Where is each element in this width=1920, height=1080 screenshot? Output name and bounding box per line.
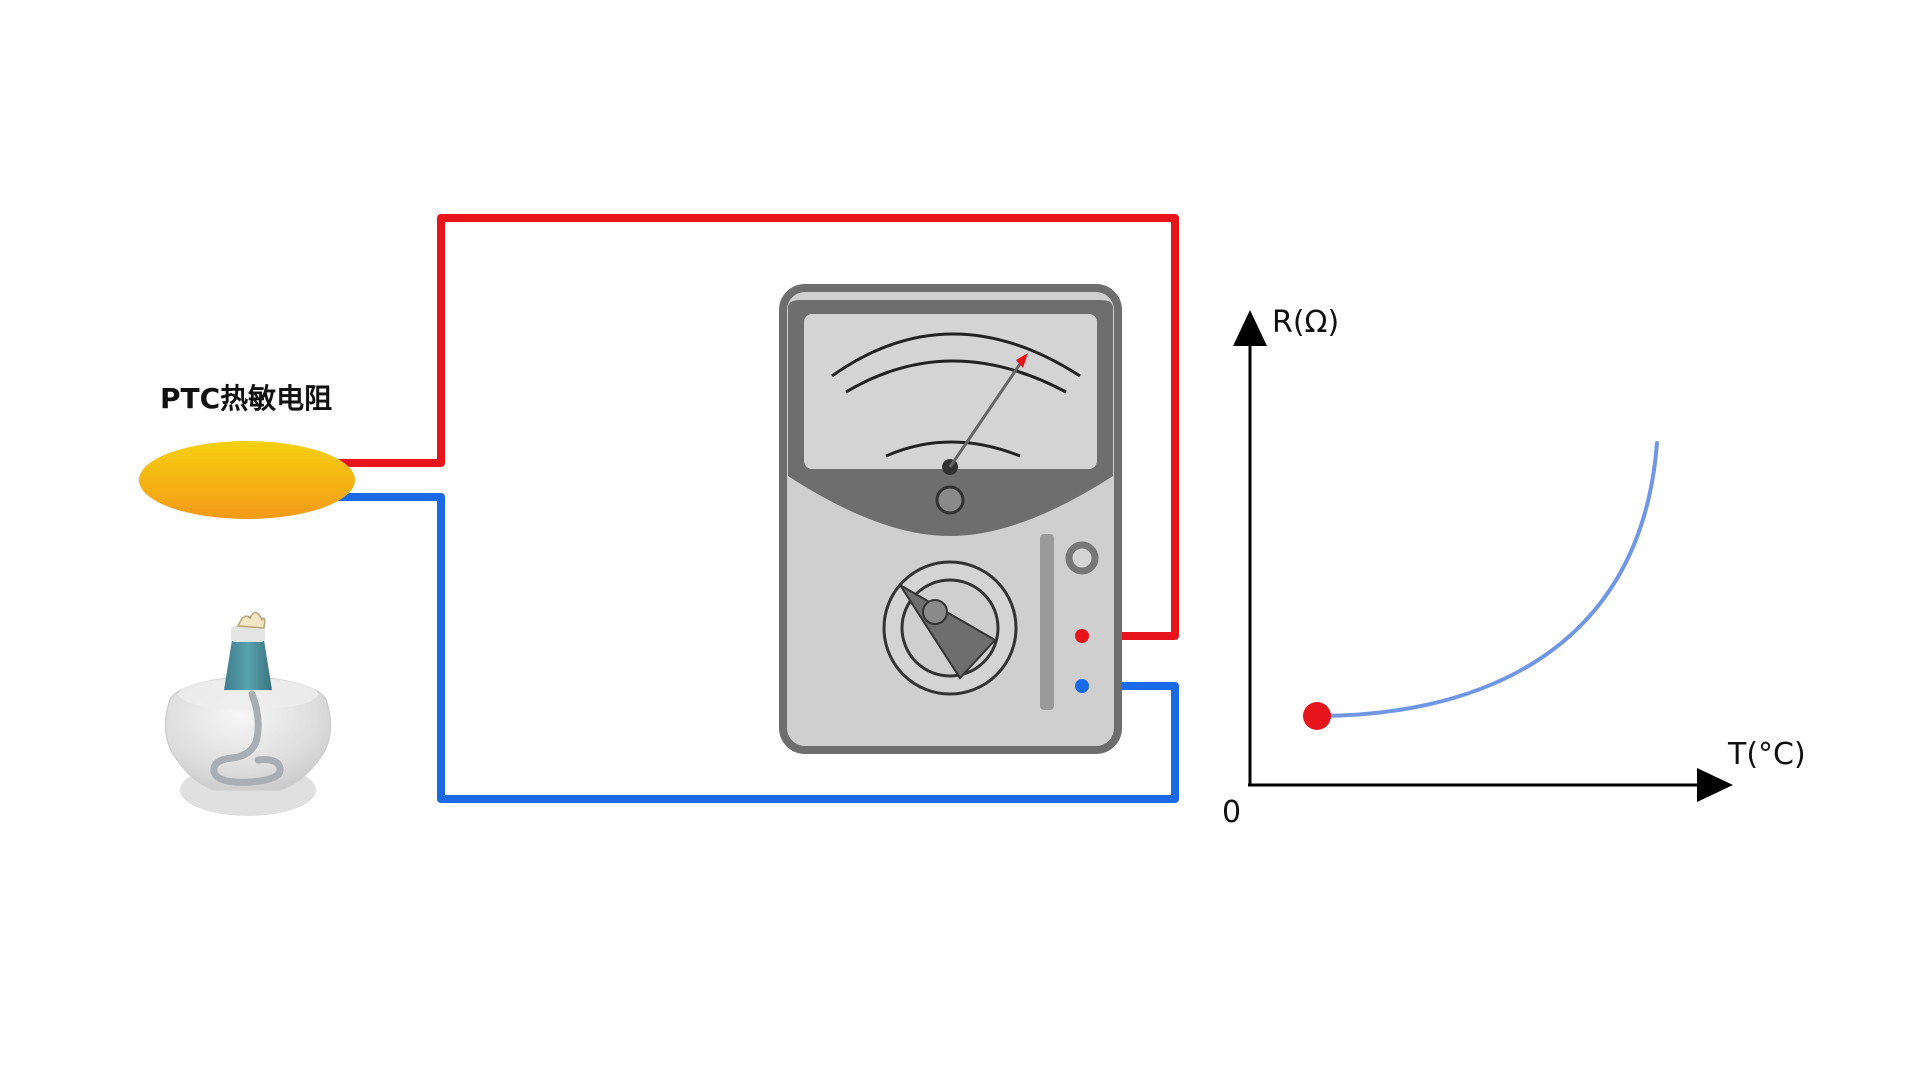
resistance-curve xyxy=(1316,441,1659,718)
origin-label: 0 xyxy=(1222,795,1241,830)
alcohol-lamp-icon xyxy=(164,611,332,816)
thermistor-label: PTC热敏电阻 xyxy=(160,382,332,415)
negative-wire xyxy=(335,493,1179,803)
resistance-temperature-graph: R(Ω) T(°C) 0 xyxy=(1222,305,1806,830)
curve-start-point xyxy=(1303,702,1331,730)
x-axis-label: T(°C) xyxy=(1727,737,1806,772)
y-axis-label: R(Ω) xyxy=(1272,305,1339,340)
analog-ohmmeter-icon xyxy=(779,284,1122,754)
ptc-thermistor xyxy=(139,441,355,519)
circuit-wires xyxy=(330,214,1179,803)
ptc-thermistor-icon xyxy=(139,441,355,519)
positive-wire xyxy=(330,214,1179,640)
y-axis-arrow xyxy=(1233,310,1267,346)
x-axis-arrow xyxy=(1697,768,1733,802)
